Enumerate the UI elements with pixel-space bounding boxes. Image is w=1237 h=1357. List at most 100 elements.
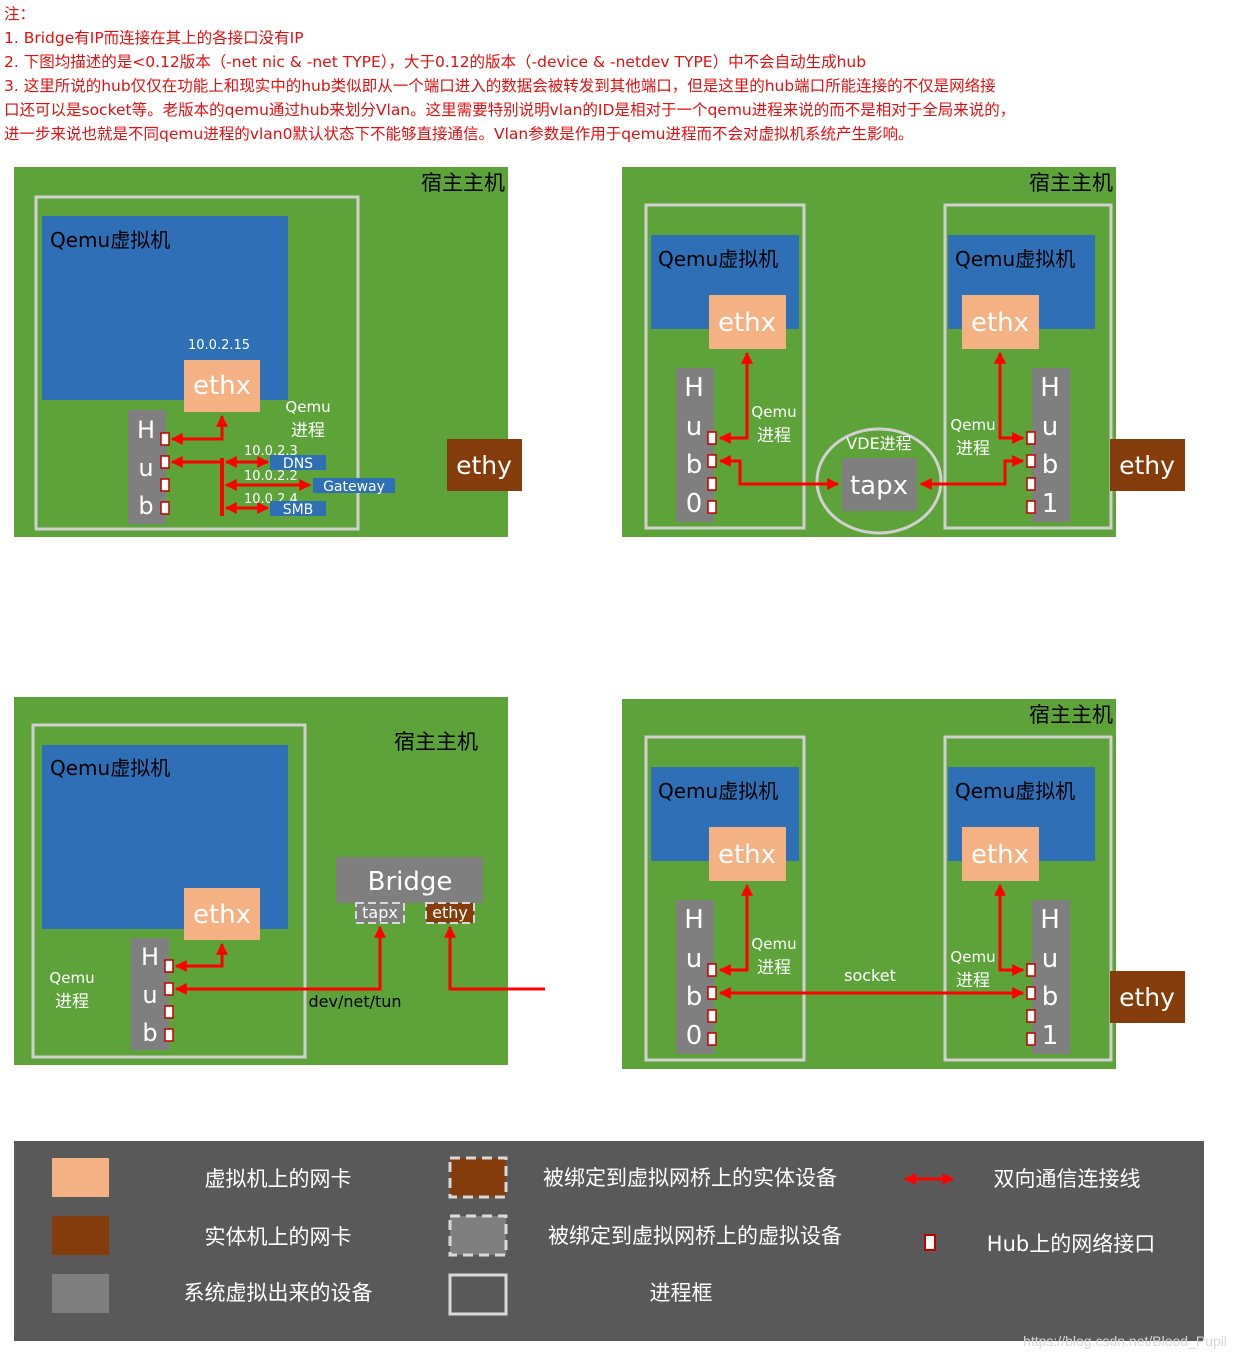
dns-box [270, 455, 326, 470]
ethy-label: ethy [432, 903, 468, 922]
hub-letter: 1 [1042, 1021, 1059, 1051]
hub-port [707, 1009, 717, 1023]
dns-label: DNS [283, 456, 313, 472]
ethy-port [425, 902, 475, 924]
hub-letter: b [1042, 450, 1059, 480]
qemu-label: Qemu [751, 403, 796, 421]
vm-label: Qemu虚拟机 [658, 247, 778, 271]
connection-lines [718, 883, 1025, 999]
hub-port [707, 500, 717, 514]
hub-port [1026, 500, 1036, 514]
legend-label: 被绑定到虚拟网桥上的实体设备 [543, 1166, 837, 1190]
hub-letter: H [141, 943, 159, 971]
qemu-process-frame-1 [943, 203, 1113, 530]
hub [131, 938, 169, 1050]
hub-port [164, 1028, 174, 1042]
qemu-process-frame-1 [943, 735, 1113, 1062]
qemu-label: Qemu [950, 948, 995, 966]
note-line-5: 进一步来说也就是不同qemu进程的vlan0默认状态下不能够直接通信。Vlan参… [4, 125, 914, 143]
connection-lines [174, 925, 545, 995]
hub-port [164, 1005, 174, 1019]
note-line-1: 1. Bridge有IP而连接在其上的各接口没有IP [4, 29, 304, 47]
ethx-nic-1 [962, 295, 1039, 349]
legend-swatch-host-nic [52, 1216, 109, 1255]
ethx-nic-1 [962, 827, 1039, 881]
smb-label: SMB [283, 502, 314, 518]
hub-letter: u [1042, 412, 1058, 442]
hub-ports [160, 432, 170, 515]
hub-letter: u [138, 454, 153, 482]
hub-port [1026, 431, 1036, 445]
vm-label: Qemu虚拟机 [955, 247, 1075, 271]
hub-ports [164, 959, 174, 1042]
qemu-label: Qemu [285, 398, 330, 416]
hub-port [1026, 963, 1036, 977]
hub-port [164, 982, 174, 996]
ethx-label: ethx [971, 308, 1029, 338]
tapx-label: tapx [362, 903, 398, 922]
bridge-label: Bridge [368, 867, 453, 897]
legend-box [14, 1141, 1204, 1341]
process-label: 进程 [55, 992, 89, 1012]
legend-swatch-vm-nic [52, 1158, 109, 1197]
legend-label: 系统虚拟出来的设备 [184, 1281, 373, 1305]
legend-swatch-bridged-virtual [448, 1214, 508, 1257]
hub-port [707, 963, 717, 977]
qemu-label: Qemu [751, 935, 796, 953]
hub-letter: H [684, 905, 704, 935]
ethy-label: ethy [456, 451, 512, 480]
note-line-2: 2. 下图均描述的是<0.12版本（-net nic & -net TYPE），… [4, 53, 867, 71]
tapx-label: tapx [850, 471, 908, 501]
legend-label: Hub上的网络接口 [987, 1232, 1155, 1256]
hub-ports [707, 431, 717, 514]
host-label: 宿主主机 [1029, 171, 1113, 195]
hub-letter: b [142, 1019, 157, 1047]
tapx-device [842, 458, 917, 511]
hub-letter: 0 [686, 489, 703, 519]
hub-letter: u [142, 981, 157, 1009]
process-label: 进程 [291, 421, 325, 441]
gateway-ip: 10.0.2.2 [244, 469, 298, 484]
hub-letter: 0 [686, 1021, 703, 1051]
hub-letter: H [684, 373, 704, 403]
process-label: 进程 [757, 958, 791, 978]
vm-label: Qemu虚拟机 [50, 756, 170, 780]
hub-port [707, 477, 717, 491]
process-label: 进程 [757, 426, 791, 446]
hub-letter: u [686, 412, 702, 442]
legend: 虚拟机上的网卡 实体机上的网卡 系统虚拟出来的设备 被绑定到虚拟网桥上的实体设备… [14, 1141, 1204, 1341]
hub-letter: u [1042, 944, 1058, 974]
note-line-4: 口还可以是socket等。老版本的qemu通过hub来划分Vlan。这里需要特别… [4, 101, 1016, 119]
hub1 [1032, 900, 1070, 1054]
qemu-process-frame [31, 723, 307, 1059]
hub-letter: b [686, 982, 703, 1012]
hub-port [1026, 986, 1036, 1000]
devnettun-label: dev/net/tun [308, 992, 401, 1011]
ethx-label: ethx [718, 308, 776, 338]
host-label: 宿主主机 [421, 171, 505, 195]
vm-label: Qemu虚拟机 [955, 779, 1075, 803]
hub-port [1026, 1032, 1036, 1046]
hub-port [160, 501, 170, 515]
hub-ports [707, 963, 717, 1046]
hub-letter: H [137, 416, 155, 444]
legend-port-swatch [924, 1234, 936, 1251]
legend-swatch-process-frame [448, 1273, 508, 1316]
panel-vde: 宿主主机 Qemu虚拟机 ethx Qemu 进程 H u b 0 Qemu虚拟… [622, 167, 1185, 537]
legend-label: 被绑定到虚拟网桥上的虚拟设备 [548, 1224, 842, 1248]
ethx-label: ethx [718, 840, 776, 870]
ethy-nic [1110, 439, 1185, 491]
hub-port [160, 455, 170, 469]
hub-port [160, 478, 170, 492]
panel-user-network: 宿主主机 Qemu虚拟机 10.0.2.15 ethx Qemu 进程 H u … [14, 167, 522, 537]
hub-letter: u [686, 944, 702, 974]
note-title: 注： [4, 5, 36, 23]
hub-letter: H [1040, 373, 1060, 403]
hub-letter: 1 [1042, 489, 1059, 519]
hub-port [1026, 454, 1036, 468]
legend-label: 虚拟机上的网卡 [205, 1167, 352, 1191]
process-label: 进程 [956, 971, 990, 991]
hub-letter: b [686, 450, 703, 480]
hub [128, 410, 166, 524]
hub-letter: b [1042, 982, 1059, 1012]
